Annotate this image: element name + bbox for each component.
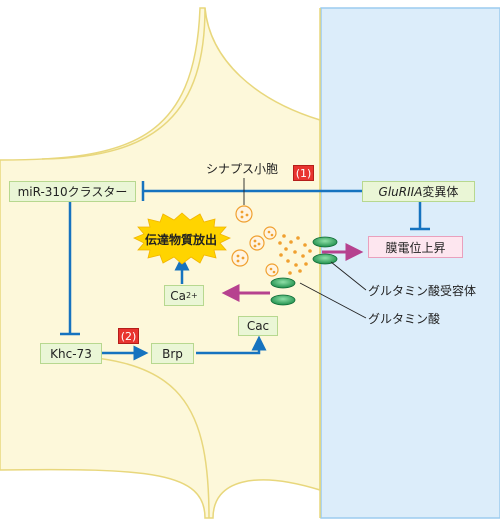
glutamate-label: グルタミン酸 [368, 312, 441, 326]
release-burst [133, 212, 231, 265]
vesicle-group [231, 205, 279, 277]
vesicle [265, 263, 279, 277]
brp-to-cac-arrow [196, 335, 267, 355]
release-label: 伝達物質放出 [145, 233, 218, 247]
vesicle [235, 205, 253, 223]
receptor-label: グルタミン酸受容体 [368, 284, 477, 298]
presynaptic-terminal [0, 7, 321, 519]
terminal-membrane-top [41, 7, 206, 160]
vesicle-content [236, 210, 276, 274]
mir310-box: miR-310クラスター [9, 181, 136, 202]
khc73-box: Khc-73 [40, 343, 102, 364]
brp-box: Brp [151, 343, 194, 364]
vesicle [231, 249, 249, 267]
receptor-upper-b [312, 253, 338, 265]
vesicle-label: シナプス小胞 [206, 162, 279, 176]
brp-label: Brp [162, 346, 183, 361]
cac-box: Cac [238, 316, 278, 336]
vesicle [249, 235, 265, 251]
badge-one: (1) [293, 165, 314, 181]
membrane-potential-box: 膜電位上昇 [368, 236, 463, 258]
badge-two: (2) [118, 328, 139, 344]
mir310-label: miR-310クラスター [17, 185, 128, 199]
glutamate-label-pointer [299, 282, 367, 319]
ca-label: Ca [170, 288, 186, 303]
channel-lower-b [270, 294, 296, 306]
vesicle [263, 226, 277, 240]
glutamate-dots [278, 234, 312, 275]
channel-lower-a [270, 277, 296, 289]
receptor-upper-a [312, 236, 338, 248]
ca-superscript: 2+ [185, 291, 198, 300]
khc73-label: Khc-73 [50, 346, 92, 361]
postsynaptic-region [320, 7, 500, 519]
receptor-label-pointer [330, 261, 367, 291]
gluriia-label-rest: 変異体 [422, 185, 459, 199]
cac-label: Cac [246, 319, 270, 333]
gluriia-label-italic: GluRIIA [378, 184, 423, 199]
membrane-potential-label: 膜電位上昇 [385, 240, 446, 255]
